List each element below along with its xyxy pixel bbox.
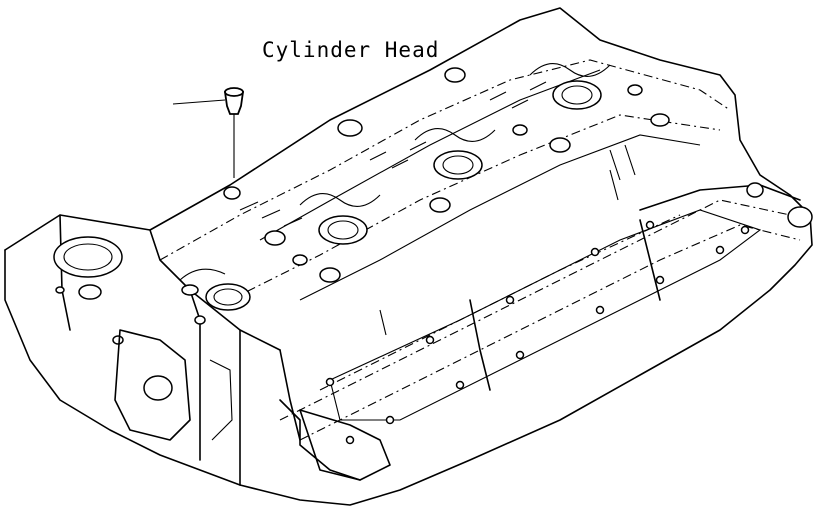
- valve-ports: [53, 80, 602, 311]
- plug-callout: [172, 87, 245, 178]
- upper-deck: [159, 59, 731, 301]
- rocker-details: [179, 63, 636, 336]
- bolt-holes: [55, 67, 813, 401]
- head-body-outline: [4, 7, 813, 506]
- gasket-flange: [279, 184, 801, 481]
- part-label: Cylinder Head: [262, 38, 440, 62]
- end-bracket: [114, 329, 391, 481]
- gasket-bolt-points: [325, 220, 750, 445]
